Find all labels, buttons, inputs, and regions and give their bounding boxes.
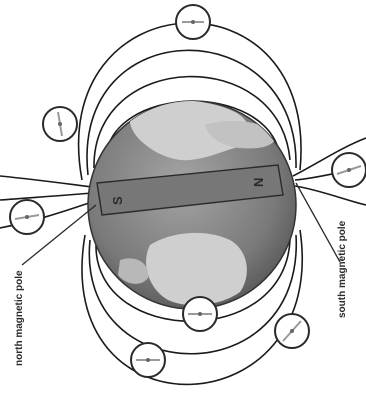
field-line-right-3	[295, 186, 366, 205]
south-magnetic-pole-label: south magnetic pole	[337, 220, 348, 318]
field-line-left-1	[0, 193, 92, 200]
magnet-pole-n: N	[251, 178, 266, 187]
land-bottom	[146, 233, 247, 305]
compass-bottom-left	[131, 343, 165, 377]
compass-bottom-center	[183, 297, 217, 331]
magnet-pole-s: S	[110, 196, 125, 205]
compass-left	[10, 200, 44, 234]
field-line-left-2	[0, 176, 92, 187]
compass-bottom-right	[275, 314, 309, 348]
compass-upper-left	[43, 107, 77, 141]
north-magnetic-pole-label: north magnetic pole	[14, 270, 25, 366]
compass-top	[176, 5, 210, 39]
compass-right	[332, 153, 366, 187]
